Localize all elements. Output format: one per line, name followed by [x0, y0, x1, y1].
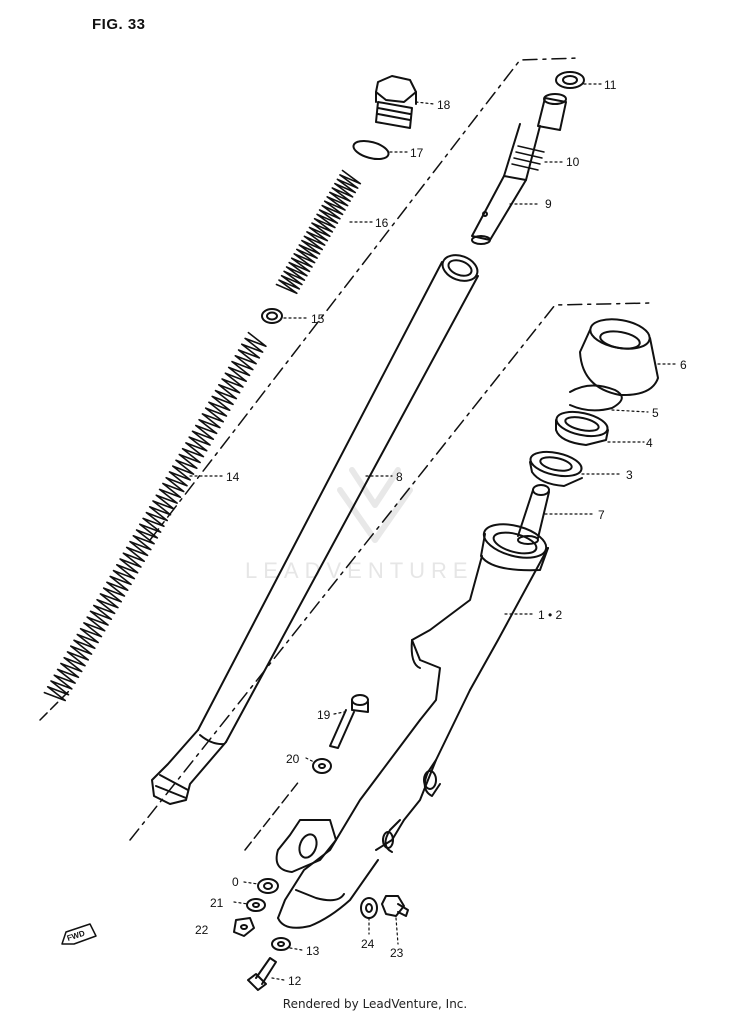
- callout-4: 4: [646, 436, 653, 450]
- leadventure-watermark-logo: [337, 467, 413, 543]
- callout-14: 14: [226, 470, 240, 484]
- part-12-bolt: [247, 957, 277, 991]
- callout-15: 15: [311, 312, 325, 326]
- part-8-inner-tube: [151, 254, 479, 805]
- callout-7: 7: [598, 508, 605, 522]
- part-20-washer: [312, 758, 332, 774]
- callout-labels: 11 18 17 10 9 16 15 6 5 4 3 14 8 7 1 • 2…: [195, 78, 687, 988]
- callout-13: 13: [306, 944, 320, 958]
- part-18-cap-bolt: [375, 75, 417, 129]
- callout-6: 6: [680, 358, 687, 372]
- part-23-plug: [381, 895, 409, 917]
- part-6-dust-seal: [579, 318, 659, 397]
- callout-21: 21: [210, 896, 224, 910]
- part-10-piston-ring: [511, 145, 545, 171]
- part-1-2-outer-tube: [275, 523, 549, 929]
- part-19-bolt: [329, 694, 369, 749]
- callout-11: 11: [604, 78, 617, 92]
- part-13-washer: [271, 937, 291, 951]
- part-16-upper-spring: [275, 169, 362, 295]
- callout-23: 23: [390, 946, 404, 960]
- part-17-o-ring: [352, 139, 390, 161]
- part-3-seal-spacer: [529, 450, 583, 487]
- part-4-oil-seal: [555, 410, 609, 446]
- leadventure-watermark-text: LEADVENTURE: [245, 558, 474, 583]
- part-0-nut: [257, 878, 279, 894]
- reference-lines: [39, 57, 651, 851]
- callout-9: 9: [545, 197, 552, 211]
- callout-20: 20: [286, 752, 300, 766]
- callout-22: 22: [195, 923, 209, 937]
- part-7-oil-lock-piece: [517, 484, 550, 545]
- leader-lines: [189, 83, 677, 981]
- callout-18: 18: [437, 98, 451, 112]
- fwd-arrow-icon: [61, 923, 97, 945]
- figure-title: FIG. 33: [92, 16, 146, 33]
- part-21-washer: [246, 898, 266, 912]
- part-22-nut: [233, 917, 255, 937]
- part-9-damper-rod: [471, 93, 567, 245]
- callout-12: 12: [288, 974, 302, 988]
- callout-3: 3: [626, 468, 633, 482]
- callout-8: 8: [396, 470, 403, 484]
- callout-19: 19: [317, 708, 331, 722]
- part-11-ring: [555, 71, 585, 89]
- part-5-circlip: [569, 384, 623, 412]
- callout-16: 16: [375, 216, 389, 230]
- part-14-fork-spring: [43, 331, 267, 702]
- footer-credit: Rendered by LeadVenture, Inc.: [282, 997, 468, 1011]
- callout-17: 17: [410, 146, 424, 160]
- callout-0: 0: [232, 875, 239, 889]
- callout-24: 24: [361, 937, 375, 951]
- part-24-washer: [360, 897, 378, 919]
- callout-5: 5: [652, 406, 659, 420]
- part-15-spacer: [261, 308, 283, 324]
- callout-1-2: 1 • 2: [538, 608, 563, 622]
- callout-10: 10: [566, 155, 580, 169]
